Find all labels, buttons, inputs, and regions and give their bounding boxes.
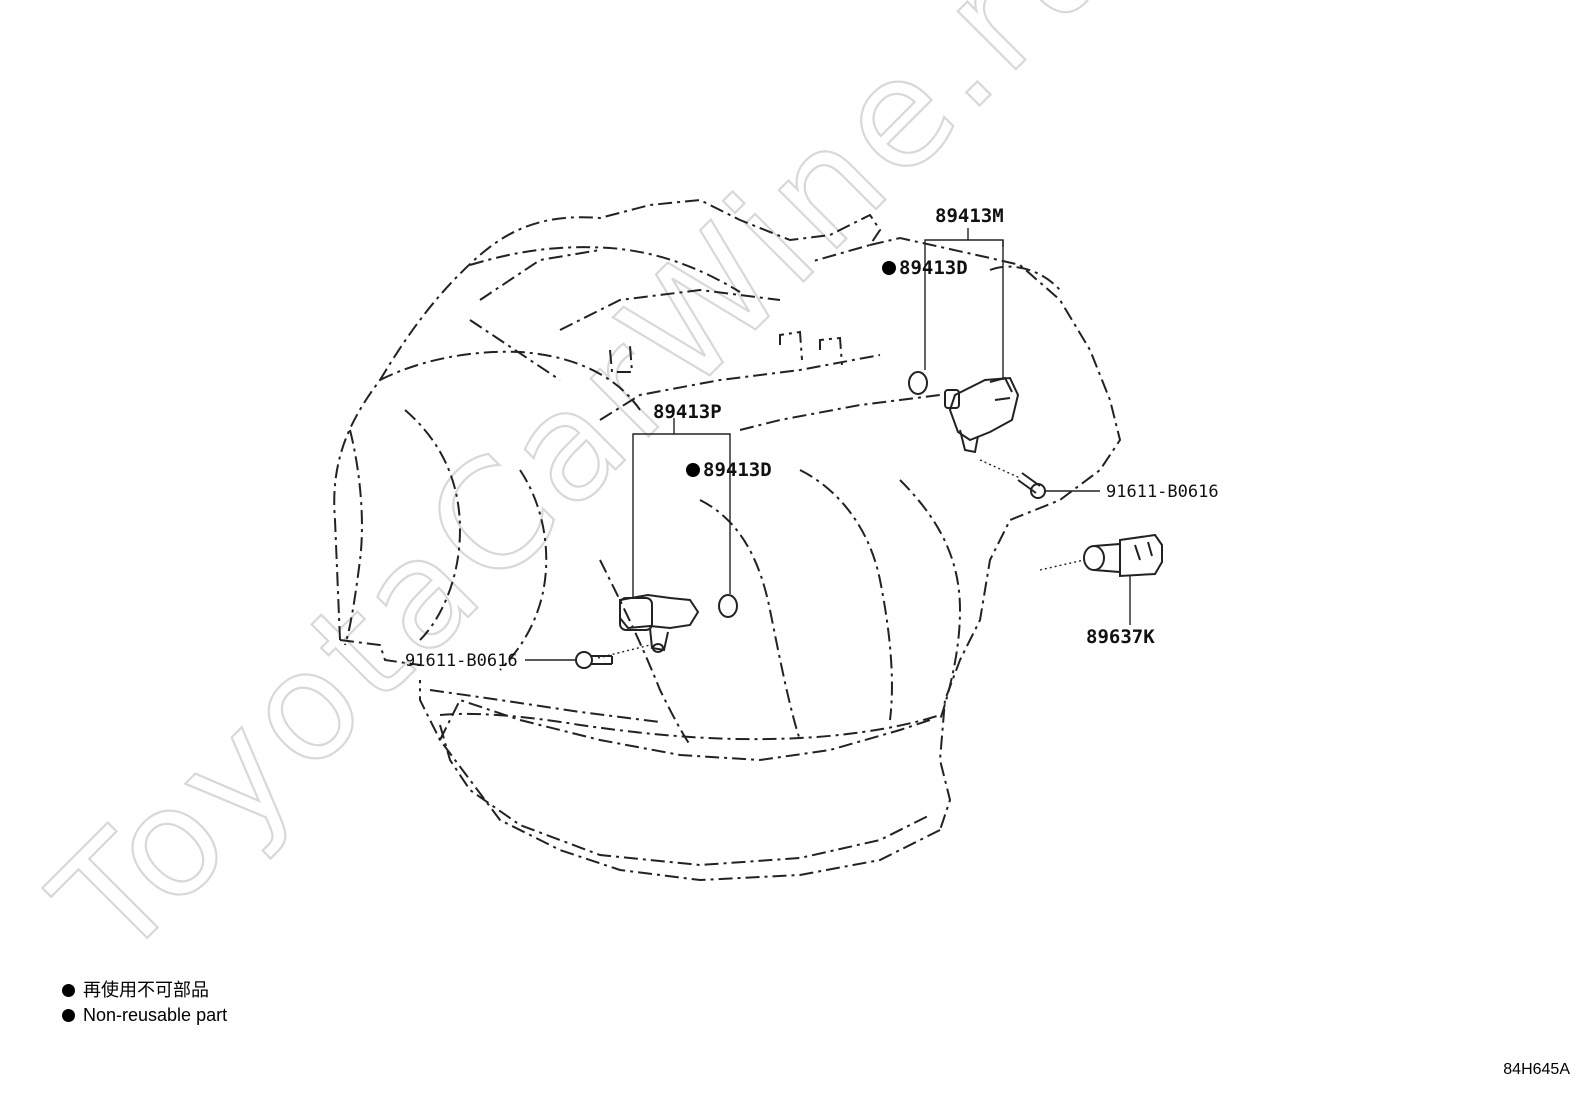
- transaxle-housing: [333, 198, 1122, 882]
- label-sensor-lower: 89413P: [653, 401, 722, 423]
- non-reusable-marker-lower: [686, 463, 700, 477]
- legend-row-jp: 再使用不可部品: [62, 978, 227, 1003]
- legend: 再使用不可部品 Non-reusable part: [62, 978, 227, 1028]
- label-bolt-left: 91611-B0616: [405, 651, 518, 671]
- pressure-switch: [1083, 533, 1163, 578]
- bolt-left-icon: [575, 651, 613, 669]
- watermark: ToyotaCarWine.ru: [22, 0, 1151, 991]
- label-bolt-right: 91611-B0616: [1106, 482, 1219, 502]
- non-reusable-marker-upper: [882, 261, 896, 275]
- oring-upper-icon: [908, 371, 928, 395]
- speed-sensor-upper: [944, 376, 1020, 454]
- legend-row-en: Non-reusable part: [62, 1003, 227, 1028]
- label-oring-lower: 89413D: [703, 459, 772, 481]
- bullet-icon: [62, 984, 75, 997]
- bullet-icon: [62, 1009, 75, 1022]
- speed-sensor-lower: [619, 593, 700, 653]
- legend-text-jp: 再使用不可部品: [83, 980, 209, 1000]
- label-sensor-upper: 89413M: [935, 205, 1004, 227]
- legend-text-en: Non-reusable part: [83, 1005, 228, 1025]
- bolt-right-icon: [1017, 472, 1046, 499]
- label-switch: 89637K: [1086, 626, 1155, 648]
- figure-code: 84H645A: [1503, 1061, 1570, 1078]
- leader-lines: [525, 228, 1131, 661]
- label-oring-upper: 89413D: [899, 257, 968, 279]
- oring-lower-icon: [718, 594, 738, 618]
